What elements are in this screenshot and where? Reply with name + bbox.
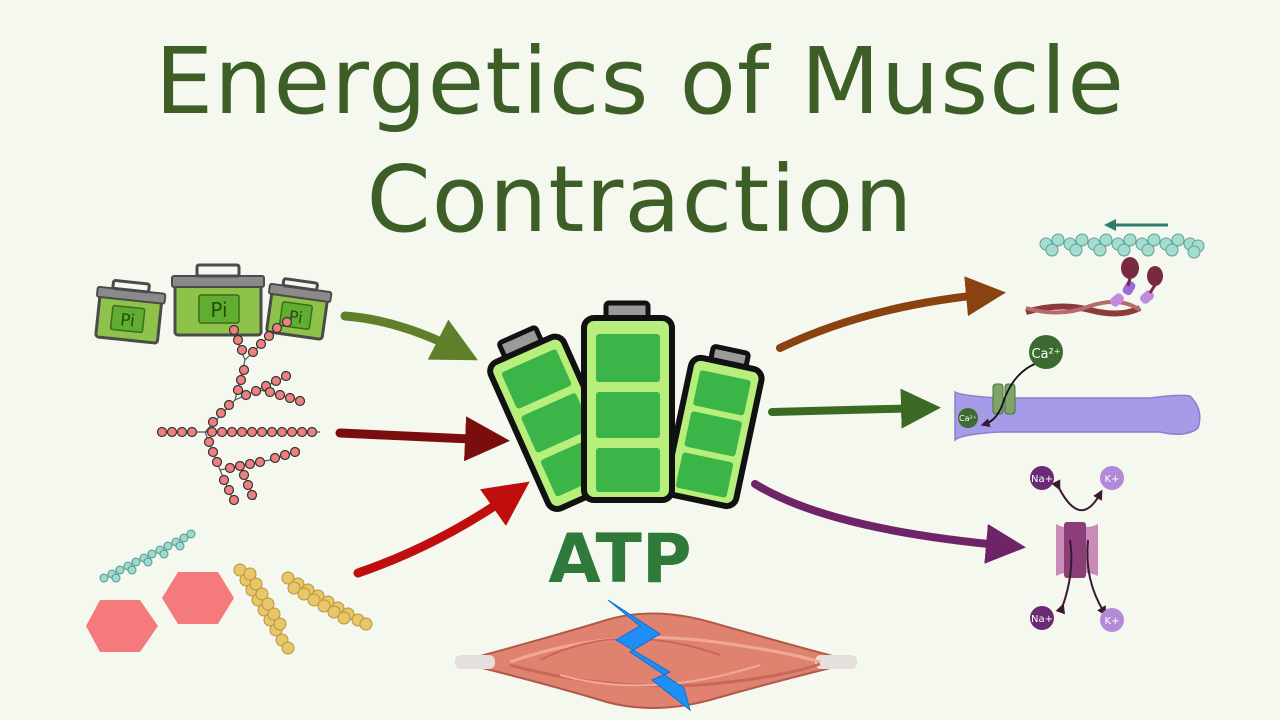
arrow-atp-to-contraction — [776, 276, 1006, 352]
lightning-icon — [607, 599, 691, 712]
calcium-ion-label: Ca²⁺ — [1031, 347, 1060, 362]
phosphate-label: Pi — [210, 298, 227, 322]
arrow-fat-to-atp — [353, 481, 530, 578]
glycogen-icon — [156, 316, 320, 506]
fat-protein-icon — [86, 529, 373, 655]
calcium-ion-small-label: Ca²⁺ — [959, 414, 977, 423]
title-line-2: Contraction — [366, 146, 914, 253]
phosphate-battery-icon: Pi Pi Pi — [94, 263, 333, 345]
potassium-ion-top-label: K+ — [1105, 474, 1120, 485]
phosphate-label: Pi — [119, 310, 136, 331]
arrow-phosphate-to-atp — [340, 311, 478, 361]
atp-battery-icon — [487, 300, 765, 512]
muscle-icon — [455, 612, 857, 709]
sodium-ion-top-label: Na+ — [1031, 474, 1053, 485]
arrow-atp-to-calcium — [768, 388, 941, 429]
calcium-channel-icon: Ca²⁺ Ca²⁺ — [954, 335, 1201, 442]
arrow-atp-to-pump — [751, 480, 1026, 564]
arrow-glycogen-to-atp — [335, 416, 510, 462]
actin-myosin-icon — [1025, 219, 1205, 317]
atp-label: ATP — [548, 520, 692, 599]
potassium-ion-bottom-label: K+ — [1105, 616, 1120, 627]
title-line-1: Energetics of Muscle — [155, 28, 1125, 135]
sodium-ion-bottom-label: Na+ — [1031, 614, 1053, 625]
sodium-potassium-pump-icon: Na+ K+ Na+ K+ — [1030, 466, 1124, 632]
